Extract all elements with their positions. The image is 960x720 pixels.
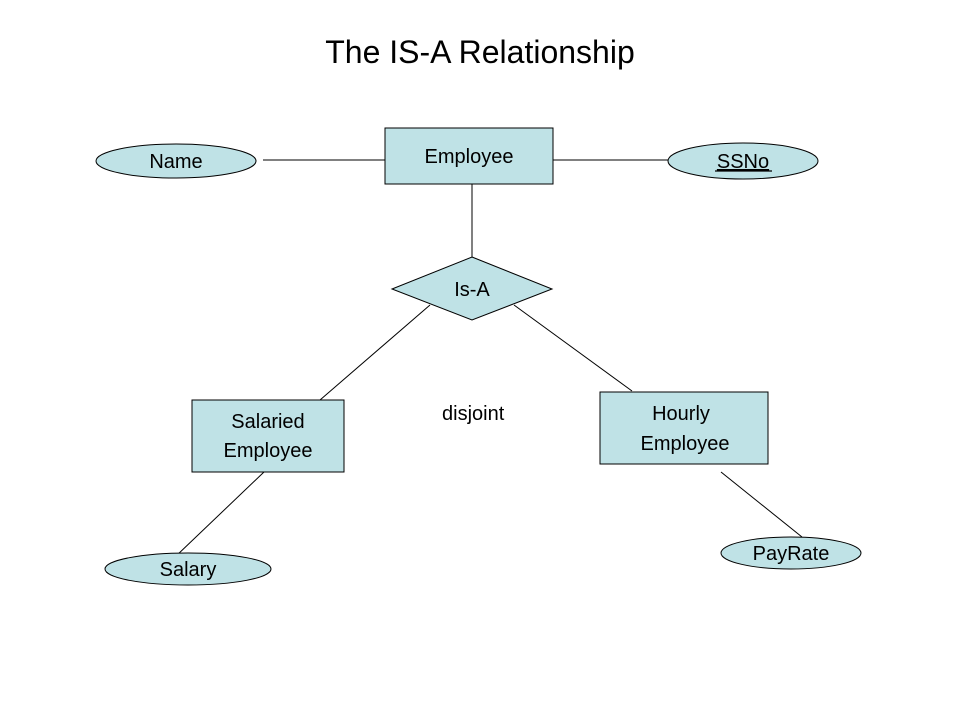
name-attribute: Name: [95, 143, 257, 179]
isa-diamond: [390, 256, 554, 321]
hourly-payrate-line: [720, 471, 803, 538]
hourly-employee-entity: Hourly Employee: [599, 391, 769, 465]
name-label: Name: [149, 151, 202, 173]
employee-box: [384, 127, 554, 185]
hourly-label-line1: Hourly: [652, 403, 710, 425]
payrate-label: PayRate: [753, 543, 830, 565]
ssno-ellipse: [667, 142, 819, 180]
salaried-salary-line: [174, 471, 265, 558]
salaried-employee-box: [191, 399, 345, 473]
isa-hourly-line: [513, 304, 633, 392]
name-ellipse: [95, 143, 257, 179]
salary-attribute: Salary: [104, 552, 272, 586]
salaried-employee-entity: Salaried Employee: [191, 399, 345, 473]
salaried-label-line1: Salaried: [231, 411, 304, 433]
employee-entity: Employee: [384, 127, 554, 185]
payrate-attribute: PayRate: [720, 536, 862, 570]
hourly-employee-box: [599, 391, 769, 465]
ssno-label: SSNo: [717, 151, 769, 173]
isa-label: Is-A: [454, 279, 490, 301]
salary-label: Salary: [160, 559, 217, 581]
ssno-attribute: SSNo: [667, 142, 819, 180]
employee-label: Employee: [425, 146, 514, 168]
payrate-ellipse: [720, 536, 862, 570]
salaried-label-line2: Employee: [224, 440, 313, 462]
hourly-label-line2: Employee: [641, 433, 730, 455]
salary-ellipse: [104, 552, 272, 586]
isa-salaried-line: [319, 304, 431, 401]
disjoint-label: disjoint: [442, 403, 505, 425]
isa-relationship: Is-A: [390, 256, 554, 321]
diagram-title: The IS-A Relationship: [325, 34, 635, 70]
